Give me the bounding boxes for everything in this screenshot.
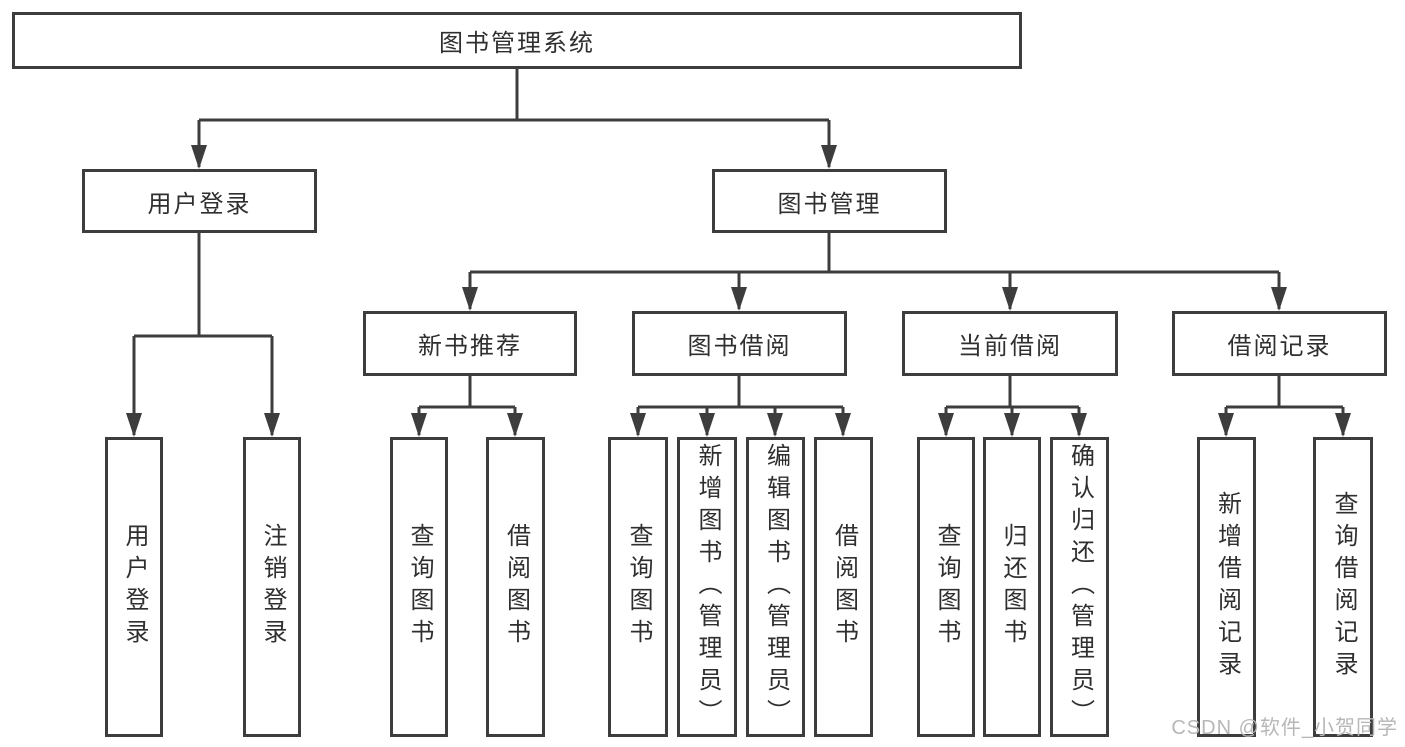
leaf-add-borrow-record-label: 新增借阅记录 [1213,491,1241,683]
leaf-borrow-books-recommend: 借阅图书 [486,437,545,737]
leaf-edit-books-admin-label: 编辑图书（管理员） [762,443,790,731]
node-new-book-recommend-label: 新书推荐 [418,333,522,360]
leaf-logout-label: 注销登录 [259,523,286,651]
leaf-query-books-current-label: 查询图书 [933,523,960,651]
node-user-login: 用户登录 [82,169,317,233]
node-book-management: 图书管理 [712,169,947,233]
leaf-edit-books-admin: 编辑图书（管理员） [746,437,805,737]
leaf-add-books-admin-label: 新增图书（管理员） [694,443,721,731]
node-library-system-label: 图书管理系统 [439,30,595,57]
leaf-borrow-books-label: 借阅图书 [830,523,858,651]
leaf-borrow-books-recommend-label: 借阅图书 [502,523,530,651]
leaf-confirm-return-admin-label: 确认归还（管理员） [1066,443,1094,731]
leaf-query-books-recommend-label: 查询图书 [406,523,433,651]
leaf-query-books-current: 查询图书 [917,437,975,737]
leaf-return-books-label: 归还图书 [999,523,1026,651]
leaf-add-borrow-record: 新增借阅记录 [1197,437,1256,737]
leaf-confirm-return-admin: 确认归还（管理员） [1050,437,1109,737]
node-book-borrowing-label: 图书借阅 [687,333,792,360]
leaf-user-login-label: 用户登录 [121,523,148,651]
node-book-borrowing: 图书借阅 [632,311,847,376]
node-borrow-records: 借阅记录 [1172,311,1387,376]
leaf-return-books: 归还图书 [983,437,1041,737]
node-current-borrowing: 当前借阅 [902,311,1118,376]
leaf-borrow-books: 借阅图书 [814,437,873,737]
leaf-query-books-borrowing-label: 查询图书 [625,523,652,651]
node-borrow-records-label: 借阅记录 [1227,333,1332,360]
node-library-system: 图书管理系统 [12,12,1022,69]
leaf-query-books-recommend: 查询图书 [390,437,448,737]
node-current-borrowing-label: 当前借阅 [958,333,1062,360]
node-user-login-label: 用户登录 [147,190,252,218]
leaf-query-books-borrowing: 查询图书 [608,437,668,737]
node-new-book-recommend: 新书推荐 [363,311,577,376]
leaf-query-borrow-record: 查询借阅记录 [1313,437,1373,737]
csdn-watermark: CSDN @软件_小贺同学 [1171,717,1398,739]
leaf-query-borrow-record-label: 查询借阅记录 [1330,491,1357,683]
leaf-logout: 注销登录 [243,437,301,737]
leaf-add-books-admin: 新增图书（管理员） [677,437,737,737]
node-book-management-label: 图书管理 [777,190,882,218]
leaf-user-login: 用户登录 [105,437,163,737]
